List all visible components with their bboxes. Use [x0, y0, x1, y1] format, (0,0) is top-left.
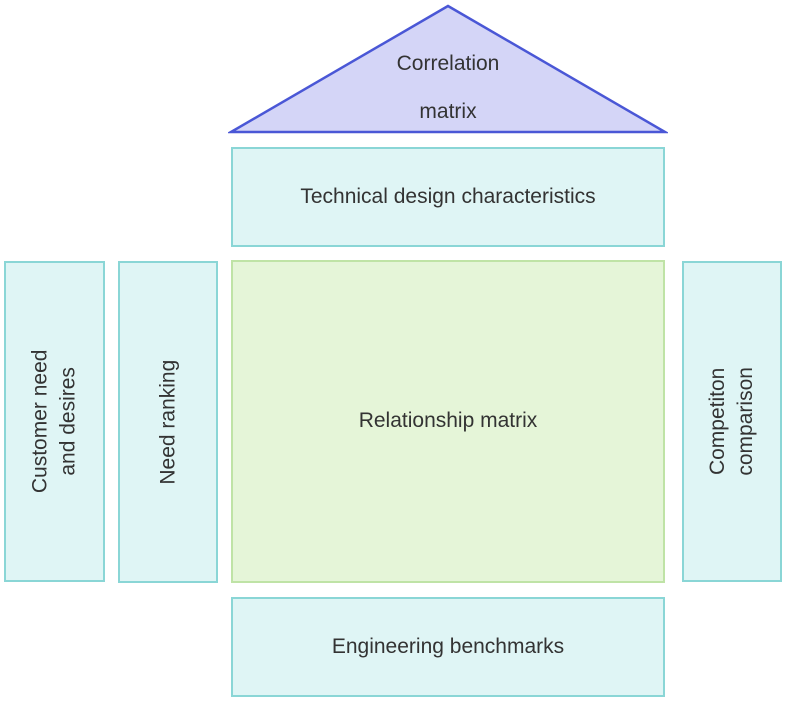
customer-need-box: Customer need and desires [4, 261, 105, 582]
correlation-matrix-line1: Correlation [396, 52, 500, 75]
competition-comparison-box: Competiton comparison [682, 261, 782, 582]
need-ranking-label: Need ranking [155, 359, 179, 485]
correlation-matrix-line2: matrix [419, 100, 477, 123]
customer-need-line2: and desires [56, 367, 80, 476]
correlation-matrix-roof [228, 4, 668, 134]
need-ranking-box: Need ranking [118, 261, 218, 583]
customer-need-label: Customer need and desires [26, 350, 83, 494]
technical-design-characteristics-label: Technical design characteristics [300, 184, 596, 208]
engineering-benchmarks-box: Engineering benchmarks [231, 597, 665, 697]
competition-comparison-label: Competiton comparison [704, 367, 761, 476]
customer-need-line1: Customer need [28, 349, 52, 494]
relationship-matrix-label: Relationship matrix [358, 409, 538, 433]
competition-comparison-line2: comparison [734, 367, 757, 476]
engineering-benchmarks-label: Engineering benchmarks [331, 634, 565, 658]
relationship-matrix-box: Relationship matrix [231, 260, 665, 583]
competition-comparison-line1: Competiton [705, 367, 729, 476]
correlation-matrix-label: Correlation matrix [228, 40, 668, 136]
technical-design-characteristics-box: Technical design characteristics [231, 147, 665, 247]
